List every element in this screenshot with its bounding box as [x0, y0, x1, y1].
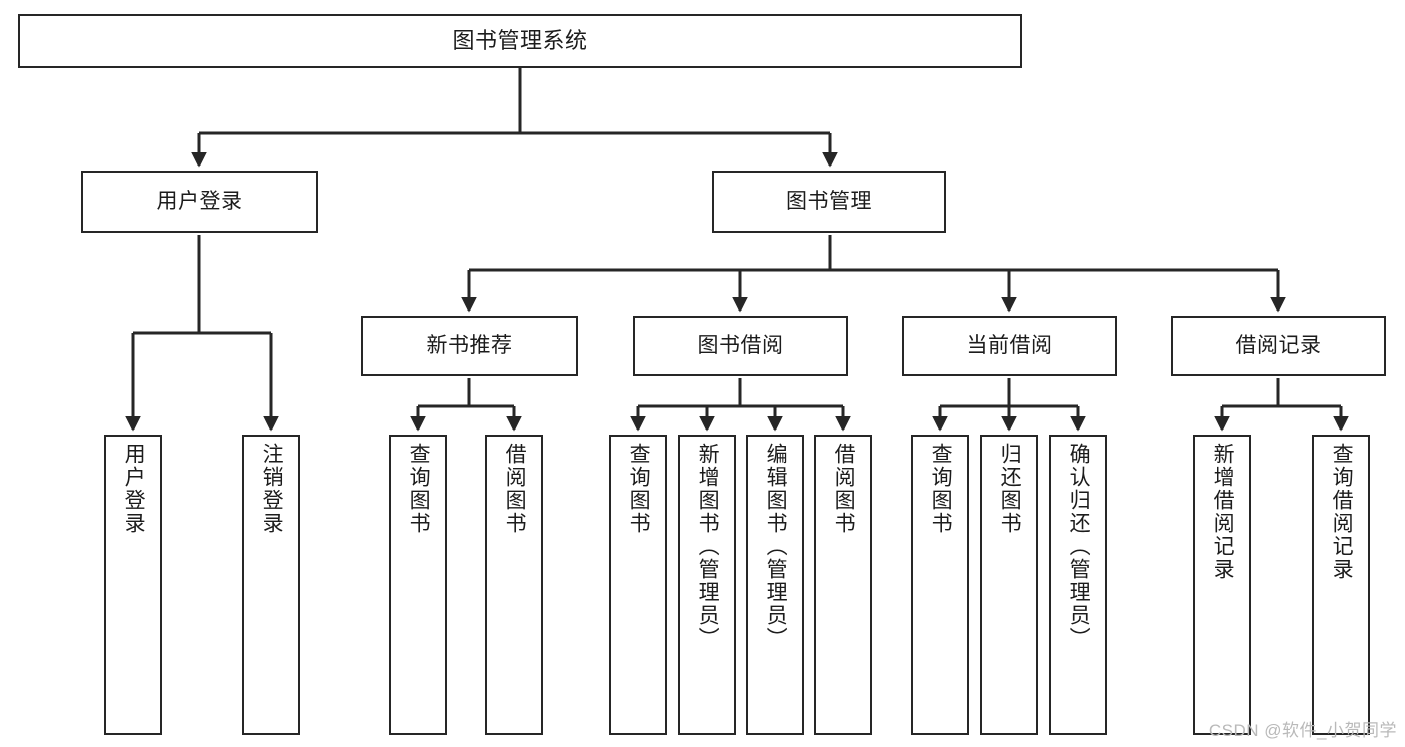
leaf-query-book-3[interactable]: 查询图书	[911, 435, 969, 735]
node-new-book-recommend[interactable]: 新书推荐	[361, 316, 578, 376]
node-label: 编辑图书（管理员）	[764, 443, 788, 650]
leaf-query-record[interactable]: 查询借阅记录	[1312, 435, 1370, 735]
leaf-query-book-1[interactable]: 查询图书	[389, 435, 447, 735]
node-label: 图书借阅	[697, 334, 784, 358]
node-borrow-record[interactable]: 借阅记录	[1171, 316, 1386, 376]
node-label: 用户登录	[156, 190, 243, 214]
node-label: 查询图书	[929, 443, 953, 535]
leaf-add-record[interactable]: 新增借阅记录	[1193, 435, 1251, 735]
node-label: 归还图书	[998, 443, 1022, 535]
leaf-edit-book[interactable]: 编辑图书（管理员）	[746, 435, 804, 735]
leaf-return-book[interactable]: 归还图书	[980, 435, 1038, 735]
node-label: 当前借阅	[966, 334, 1053, 358]
node-label: 用户登录	[122, 443, 146, 535]
node-label: 新书推荐	[426, 334, 513, 358]
leaf-borrow-book-2[interactable]: 借阅图书	[814, 435, 872, 735]
node-label: 借阅图书	[832, 443, 856, 535]
leaf-add-book[interactable]: 新增图书（管理员）	[678, 435, 736, 735]
node-book-borrow[interactable]: 图书借阅	[633, 316, 848, 376]
node-label: 图书管理系统	[452, 27, 588, 53]
node-label: 查询借阅记录	[1330, 443, 1354, 581]
node-current-borrow[interactable]: 当前借阅	[902, 316, 1117, 376]
node-label: 图书管理	[786, 190, 872, 214]
leaf-confirm-return[interactable]: 确认归还（管理员）	[1049, 435, 1107, 735]
node-label: 查询图书	[627, 443, 651, 535]
node-label: 查询图书	[407, 443, 431, 535]
leaf-user-login[interactable]: 用户登录	[104, 435, 162, 735]
node-book-management[interactable]: 图书管理	[712, 171, 946, 233]
leaf-user-logout[interactable]: 注销登录	[242, 435, 300, 735]
node-label: 注销登录	[260, 443, 284, 535]
leaf-query-book-2[interactable]: 查询图书	[609, 435, 667, 735]
node-label: 确认归还（管理员）	[1067, 443, 1091, 650]
node-label: 借阅记录	[1235, 334, 1322, 358]
leaf-borrow-book-1[interactable]: 借阅图书	[485, 435, 543, 735]
node-label: 新增图书（管理员）	[696, 443, 720, 650]
node-user-login[interactable]: 用户登录	[81, 171, 318, 233]
node-label: 借阅图书	[503, 443, 527, 535]
node-label: 新增借阅记录	[1211, 443, 1235, 581]
node-root-book-management-system[interactable]: 图书管理系统	[18, 14, 1022, 68]
